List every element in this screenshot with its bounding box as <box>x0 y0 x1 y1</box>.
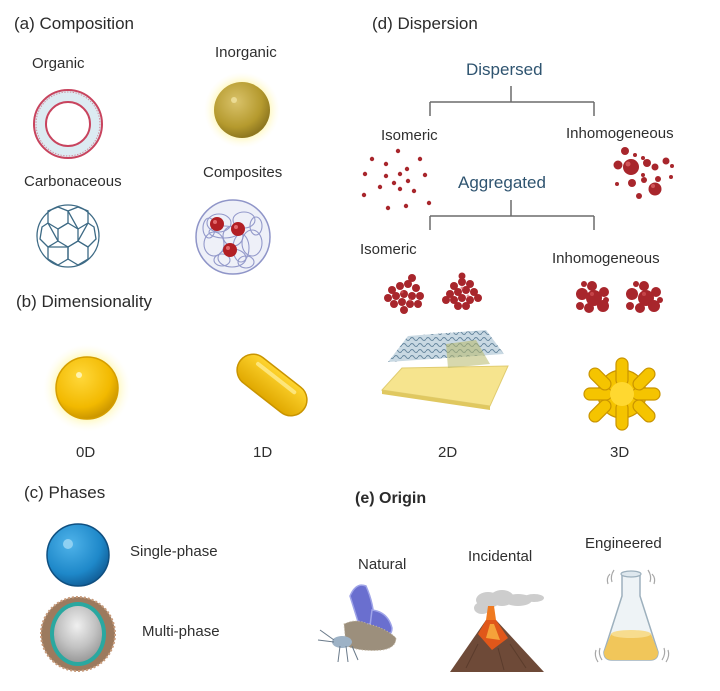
sheet-2d-icon <box>380 330 509 410</box>
3d-label: 3D <box>610 444 630 461</box>
single-phase-label: Single-phase <box>130 543 218 560</box>
dispersion-title: (d) Dispersion <box>372 14 478 33</box>
inorganic-label: Inorganic <box>215 44 277 61</box>
scattered-mixed-dots-icon <box>613 147 674 199</box>
rod-1d-icon <box>236 353 308 417</box>
dispersed-label: Dispersed <box>466 60 543 79</box>
0d-label: 0D <box>76 444 96 461</box>
incidental-label: Incidental <box>468 548 533 565</box>
uniform-clusters-icon <box>384 272 482 314</box>
2d-label: 2D <box>438 444 458 461</box>
dimensionality-title: (b) Dimensionality <box>16 292 153 311</box>
multi-phase-label: Multi-phase <box>142 623 220 640</box>
aggregated-tree-lines <box>429 200 595 230</box>
composition-title: (a) Composition <box>14 14 134 33</box>
aggregated-isomeric-label: Isomeric <box>360 241 417 258</box>
dendritic-3d-icon <box>583 357 661 431</box>
composites-label: Composites <box>203 164 283 181</box>
gold-sphere-icon <box>204 72 280 148</box>
volcano-icon <box>450 590 544 672</box>
origin-title: (e) Origin <box>355 490 427 507</box>
organic-label: Organic <box>32 55 85 72</box>
polymer-composite-icon <box>195 199 271 275</box>
phases-title: (c) Phases <box>24 483 106 502</box>
core-shell-sphere-icon <box>40 596 116 672</box>
butterfly-icon <box>317 584 397 663</box>
engineered-label: Engineered <box>585 535 662 552</box>
carbonaceous-label: Carbonaceous <box>24 173 122 190</box>
sphere-0d-icon <box>43 344 131 432</box>
aggregated-label: Aggregated <box>458 173 546 192</box>
scattered-small-dots-icon <box>361 148 432 211</box>
flask-icon <box>594 569 670 663</box>
dispersed-inhomogeneous-label: Inhomogeneous <box>566 125 674 142</box>
1d-label: 1D <box>253 444 273 461</box>
natural-label: Natural <box>358 556 407 573</box>
dispersed-tree-lines <box>429 86 595 116</box>
dispersed-isomeric-label: Isomeric <box>381 127 438 144</box>
blue-sphere-icon <box>46 523 110 587</box>
fullerene-icon <box>36 204 100 268</box>
aggregated-inhomogeneous-label: Inhomogeneous <box>552 250 660 267</box>
mixed-clusters-icon <box>576 281 663 313</box>
liposome-ring-icon <box>33 89 103 159</box>
